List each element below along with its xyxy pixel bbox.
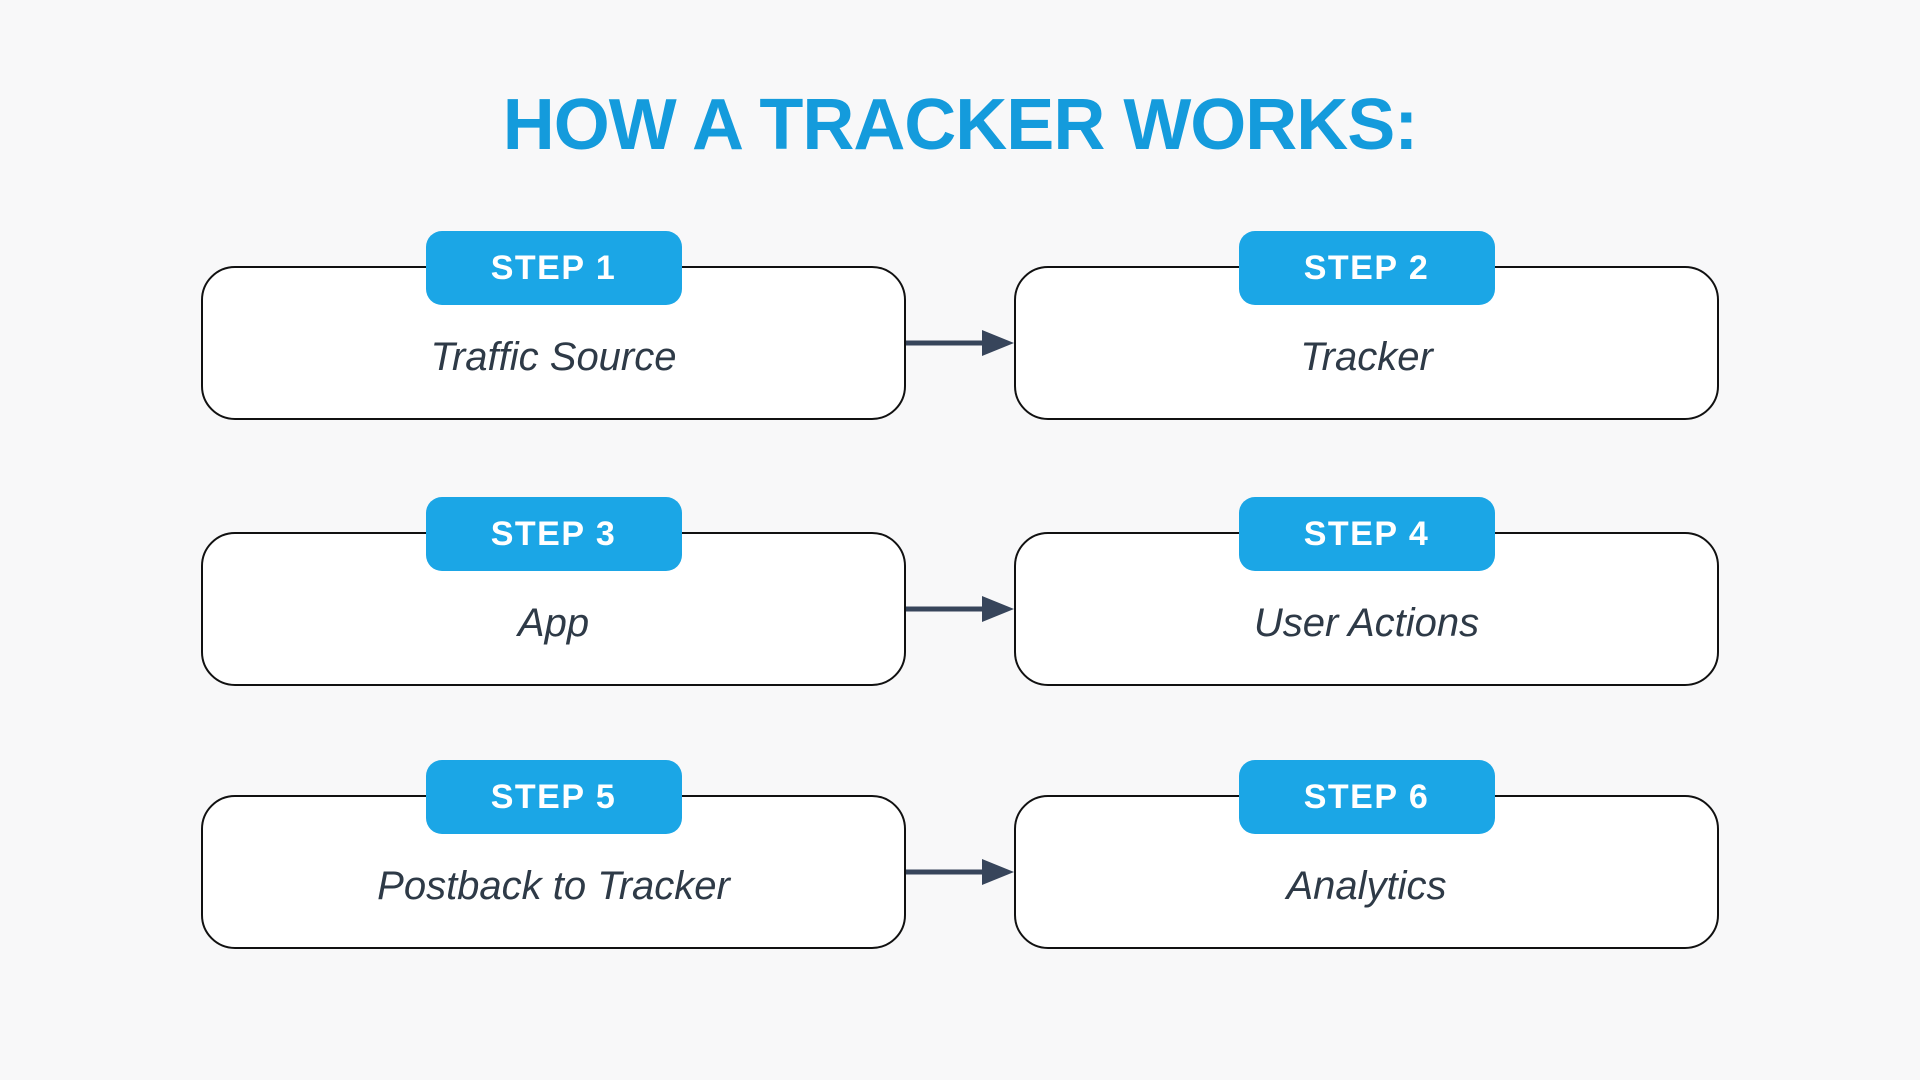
step-card-traffic-source: STEP 1 Traffic Source bbox=[201, 231, 906, 420]
step-badge: STEP 6 bbox=[1238, 760, 1495, 834]
step-badge: STEP 5 bbox=[425, 760, 682, 834]
step-badge-label: STEP 5 bbox=[490, 777, 617, 816]
step-badge-label: STEP 6 bbox=[1303, 777, 1430, 816]
step-card-tracker: STEP 2 Tracker bbox=[1014, 231, 1719, 420]
step-card-postback-to-tracker: STEP 5 Postback to Tracker bbox=[201, 760, 906, 949]
step-card-analytics: STEP 6 Analytics bbox=[1014, 760, 1719, 949]
arrow-right-icon bbox=[906, 266, 1014, 420]
step-card-label: App bbox=[517, 600, 590, 645]
step-card-label: Traffic Source bbox=[430, 334, 677, 379]
step-row: STEP 3 App STEP 4 User Actions bbox=[201, 497, 1719, 686]
step-card-label: Postback to Tracker bbox=[377, 863, 730, 908]
page-title: HOW A TRACKER WORKS: bbox=[502, 85, 1419, 165]
step-card-label: Analytics bbox=[1286, 863, 1447, 908]
step-badge: STEP 4 bbox=[1238, 497, 1495, 571]
step-card-user-actions: STEP 4 User Actions bbox=[1014, 497, 1719, 686]
step-badge-label: STEP 2 bbox=[1303, 248, 1430, 287]
step-row: STEP 1 Traffic Source STEP 2 Tracker bbox=[201, 231, 1719, 420]
step-badge-label: STEP 1 bbox=[490, 248, 617, 287]
arrow-right-icon bbox=[906, 795, 1014, 949]
step-badge-label: STEP 3 bbox=[490, 514, 617, 553]
step-card-label: Tracker bbox=[1300, 334, 1433, 379]
step-badge-label: STEP 4 bbox=[1303, 514, 1430, 553]
step-badge: STEP 1 bbox=[425, 231, 682, 305]
arrow-right-icon bbox=[906, 532, 1014, 686]
step-badge: STEP 2 bbox=[1238, 231, 1495, 305]
step-row: STEP 5 Postback to Tracker STEP 6 Analyt… bbox=[201, 760, 1719, 949]
step-badge: STEP 3 bbox=[425, 497, 682, 571]
step-card-app: STEP 3 App bbox=[201, 497, 906, 686]
step-card-label: User Actions bbox=[1253, 600, 1480, 645]
